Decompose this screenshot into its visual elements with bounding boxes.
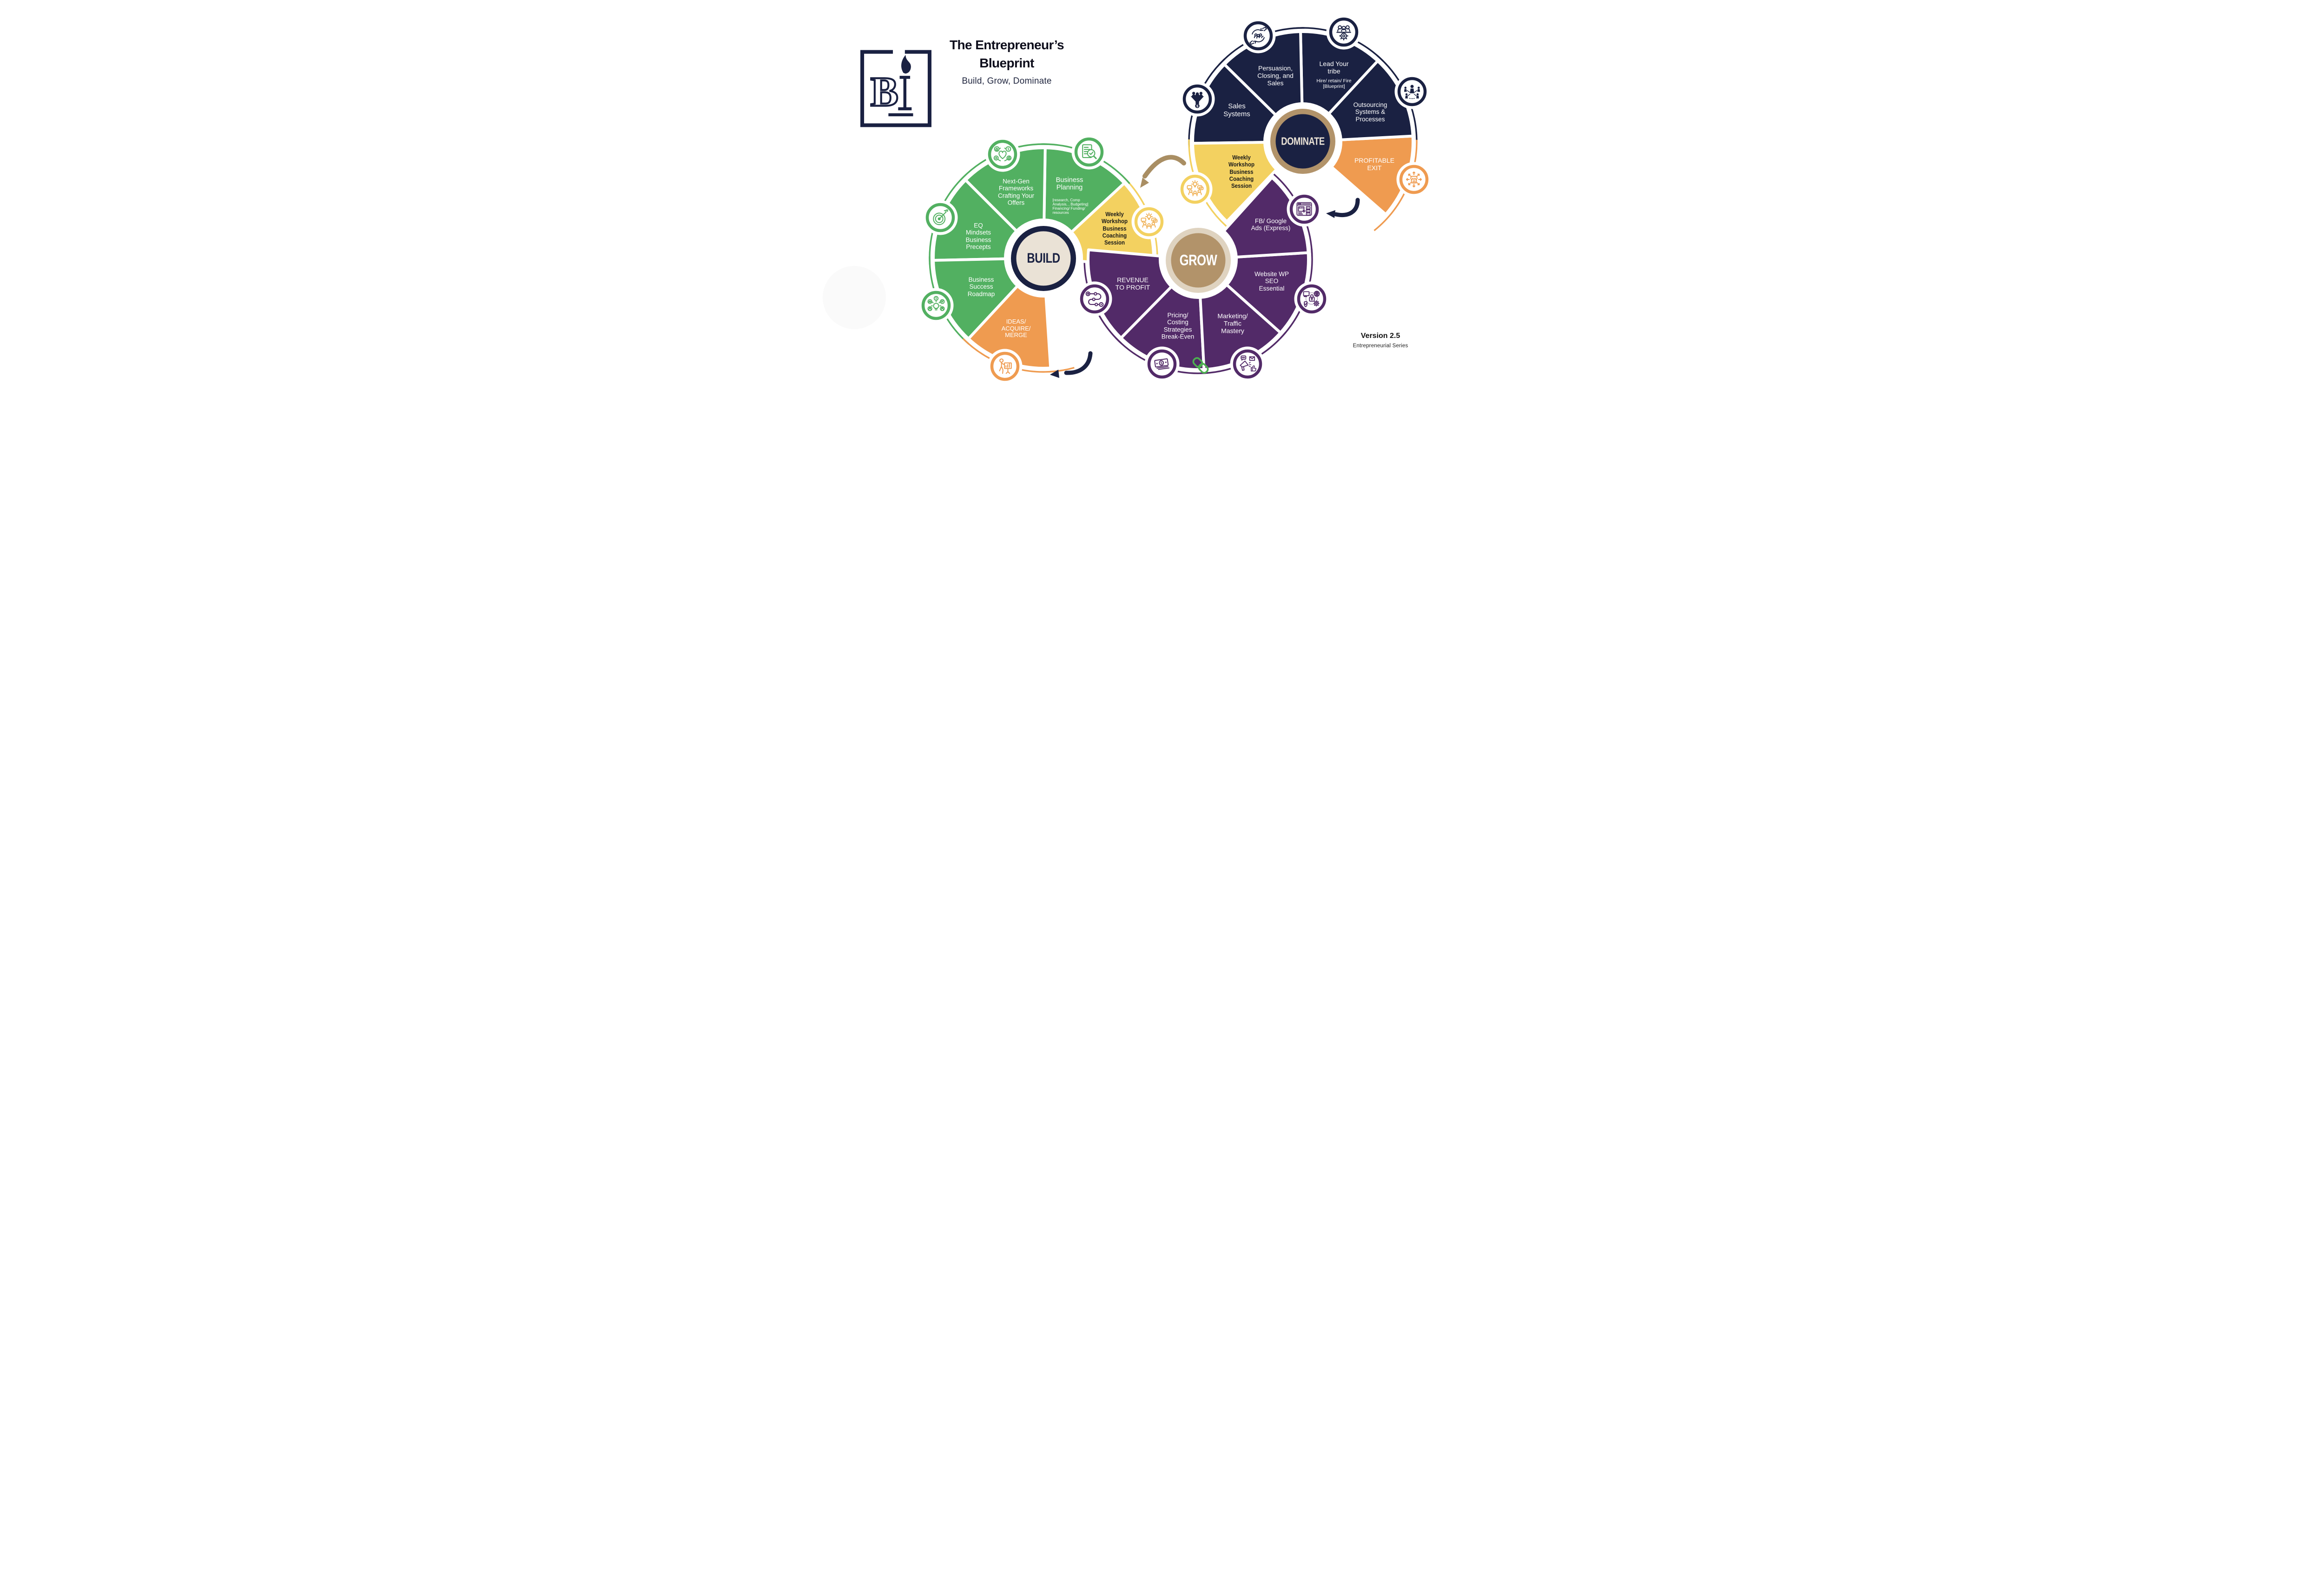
person-chart-icon (987, 349, 1023, 384)
logo-frame (860, 50, 931, 127)
megaphone-icon (1230, 346, 1265, 382)
segment-dominate-sales-systems (1191, 63, 1277, 145)
title-block: The Entrepreneur’s Blueprint Build, Grow… (902, 36, 1112, 86)
segment-build-eq-mindsets (932, 179, 1018, 262)
wheel-diagram: $ $ $ (823, 14, 1432, 384)
delegation-icon (1394, 74, 1430, 109)
svg-text:Ads: Ads (1299, 207, 1303, 210)
segment-dominate-weekly-workshop (1191, 141, 1278, 223)
arrow-grow-to-ideas (1050, 351, 1093, 378)
page-title-line1: The Entrepreneur’s (950, 38, 1064, 52)
grow-center-circle (1162, 224, 1235, 297)
bi-torch-logo: B (860, 50, 931, 127)
logo-torch-icon (888, 55, 913, 117)
segment-grow-marketing-traffic (1199, 283, 1282, 371)
segment-build-ideas-acquire-merge (967, 285, 1052, 370)
segment-grow-pricing-costing (1119, 285, 1206, 371)
logo-b-letter: B (871, 69, 898, 115)
segment-build-success-roadmap (932, 257, 1019, 340)
exchange-hands-icon (1241, 18, 1276, 53)
svg-text:$: $ (1007, 148, 1009, 151)
svg-text:$: $ (1196, 104, 1198, 108)
build-center-circle (1007, 222, 1080, 295)
svg-text:$: $ (1160, 361, 1163, 365)
store-expand-icon (1396, 162, 1432, 197)
segment-dominate-profitable-exit (1330, 134, 1415, 216)
team-gear-icon (1326, 14, 1361, 50)
segment-build-business-planning (1043, 146, 1126, 234)
workshop-people-icon (1177, 172, 1213, 207)
arrow-exit-to-grow-ads (1326, 198, 1360, 218)
segment-dominate-persuasion-closing-sales (1223, 30, 1304, 117)
segment-grow-revenue-to-profit (1087, 248, 1173, 340)
web-security-icon (1294, 281, 1329, 317)
doc-check-magnifier-icon (1071, 134, 1107, 170)
watermark-blob (823, 266, 886, 329)
wellness-cycle-icon: $ (985, 137, 1020, 172)
svg-text:$: $ (935, 297, 937, 300)
money-notes-icon: $ (1144, 346, 1180, 382)
process-path-icon (1077, 281, 1112, 317)
workshop-people-icon (1131, 204, 1167, 239)
arrow-dominate-to-build (1140, 155, 1186, 188)
segment-dominate-lead-your-tribe (1299, 30, 1380, 115)
target-arrow-icon (923, 200, 958, 235)
page-title-line2: Blueprint (979, 55, 1034, 70)
segment-grow-website-seo (1225, 251, 1310, 334)
entrepreneurs-blueprint-infographic: $ $ $ (813, 0, 1511, 392)
version-text: Version 2.5 (1360, 332, 1400, 340)
segment-grow-fb-google-ads (1222, 176, 1310, 258)
ads-browser-icon: Ads (1287, 192, 1322, 227)
segment-dominate-outsourcing (1327, 60, 1414, 141)
page-subtitle: Build, Grow, Dominate (962, 76, 1052, 86)
segment-build-next-gen-frameworks (964, 146, 1047, 233)
dominate-center-circle (1267, 105, 1339, 178)
chain-link-icon (1192, 357, 1209, 374)
logo-flame-icon (901, 55, 911, 74)
version-block: Version 2.5 Entrepreneurial Series (1325, 332, 1436, 349)
series-text: Entrepreneurial Series (1353, 343, 1408, 349)
sales-funnel-icon: $ (1180, 81, 1215, 117)
idea-hub-icon: $ (918, 288, 954, 323)
